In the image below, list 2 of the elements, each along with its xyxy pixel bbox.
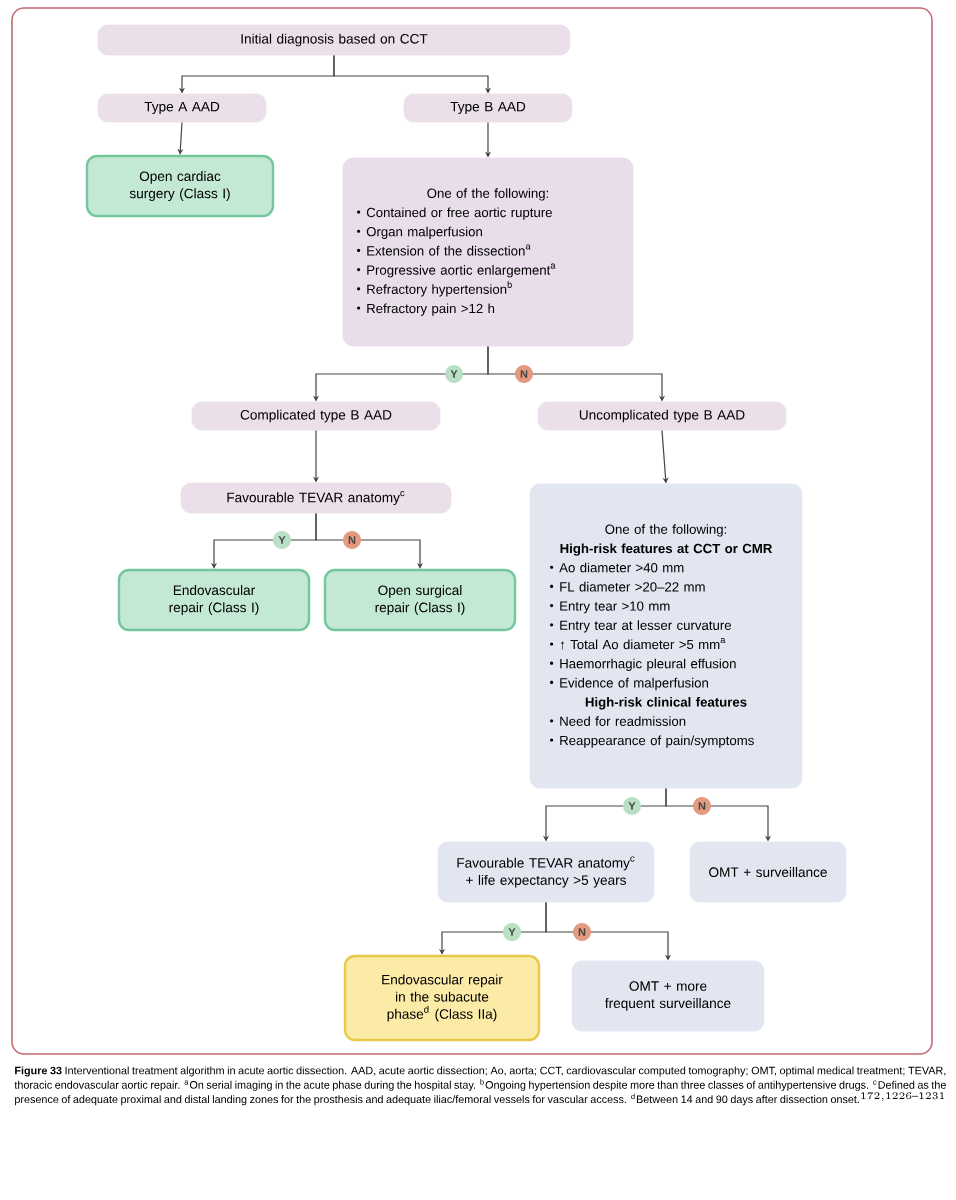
label: $^{172,1226\mbox{–}1231}$ xyxy=(861,1092,945,1101)
arrow xyxy=(315,512,424,569)
